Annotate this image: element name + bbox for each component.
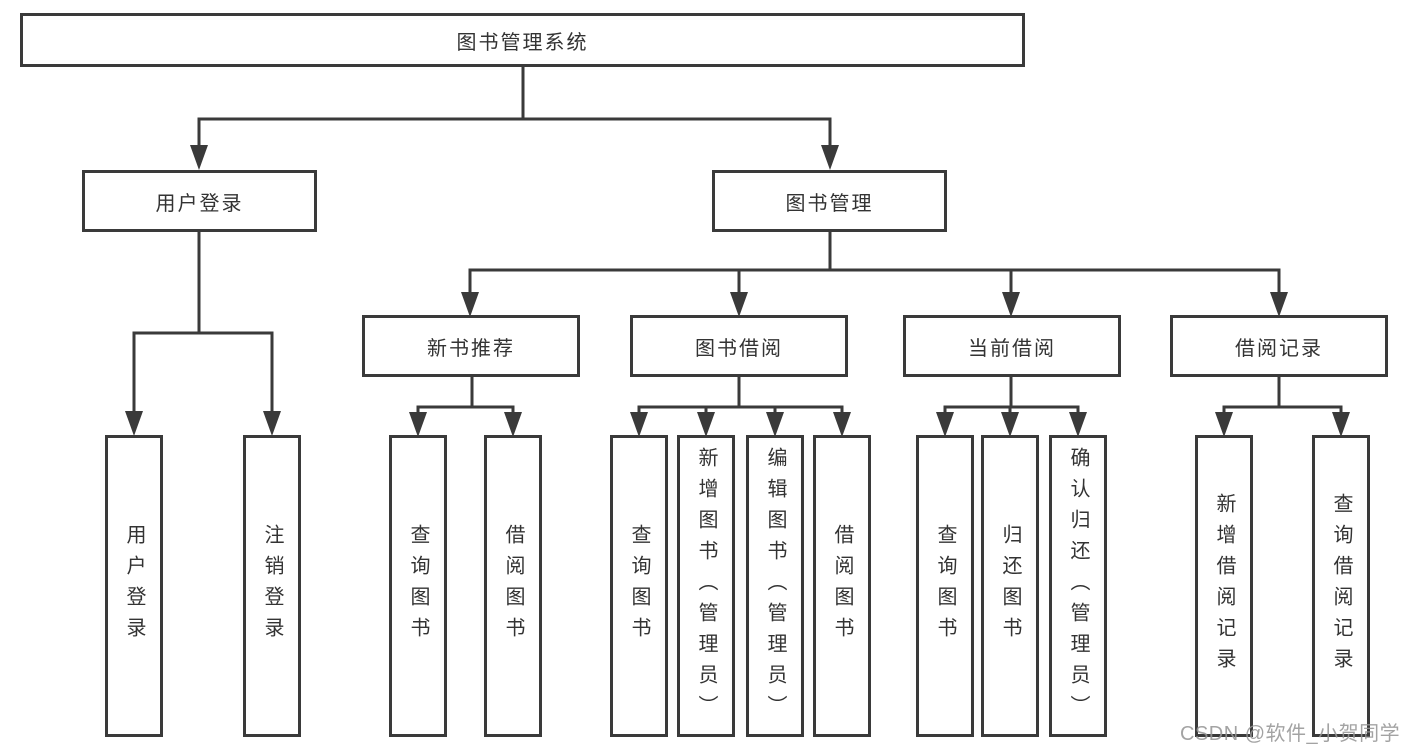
node-library-management-system: 图书管理系统 bbox=[20, 13, 1025, 67]
node-borrowing-records: 借阅记录 bbox=[1170, 315, 1388, 377]
node-new-book-recommend: 新书推荐 bbox=[362, 315, 580, 377]
leaf-query-books: 查询图书 bbox=[916, 435, 974, 737]
leaf-logout: 注销登录 bbox=[243, 435, 301, 737]
leaf-add-borrow-record: 新增借阅记录 bbox=[1195, 435, 1253, 737]
node-label: 注销登录 bbox=[261, 524, 283, 648]
node-label: 查询图书 bbox=[934, 524, 956, 648]
node-book-management: 图书管理 bbox=[712, 170, 947, 232]
node-label: 图书借阅 bbox=[695, 337, 783, 360]
arrowheads bbox=[125, 145, 1350, 437]
node-label: 新增借阅记录 bbox=[1213, 493, 1235, 679]
node-label: 查询图书 bbox=[407, 524, 429, 648]
leaf-confirm-return-admin: 确认归还（管理员） bbox=[1049, 435, 1107, 737]
node-current-borrowing: 当前借阅 bbox=[903, 315, 1121, 377]
node-label: 查询借阅记录 bbox=[1330, 493, 1352, 679]
leaf-query-books: 查询图书 bbox=[610, 435, 668, 737]
leaf-borrow-books: 借阅图书 bbox=[484, 435, 542, 737]
leaf-query-books: 查询图书 bbox=[389, 435, 447, 737]
node-label: 新书推荐 bbox=[427, 337, 515, 360]
node-label: 归还图书 bbox=[999, 524, 1021, 648]
node-label: 编辑图书（管理员） bbox=[764, 446, 786, 726]
leaf-add-books-admin: 新增图书（管理员） bbox=[677, 435, 735, 737]
node-label: 借阅图书 bbox=[502, 524, 524, 648]
node-book-borrowing: 图书借阅 bbox=[630, 315, 848, 377]
node-label: 新增图书（管理员） bbox=[695, 446, 717, 726]
leaf-user-login: 用户登录 bbox=[105, 435, 163, 737]
leaf-query-borrow-record: 查询借阅记录 bbox=[1312, 435, 1370, 737]
leaf-edit-books-admin: 编辑图书（管理员） bbox=[746, 435, 804, 737]
node-user-login: 用户登录 bbox=[82, 170, 317, 232]
node-label: 确认归还（管理员） bbox=[1067, 446, 1089, 726]
csdn-watermark: CSDN @软件_小贺同学 bbox=[1180, 723, 1401, 745]
node-label: 用户登录 bbox=[123, 524, 145, 648]
node-label: 用户登录 bbox=[155, 192, 244, 215]
node-label: 查询图书 bbox=[628, 524, 650, 648]
leaf-return-books: 归还图书 bbox=[981, 435, 1039, 737]
node-label: 借阅记录 bbox=[1235, 337, 1323, 360]
leaf-borrow-books: 借阅图书 bbox=[813, 435, 871, 737]
node-label: 图书管理 bbox=[785, 192, 874, 215]
node-label: 借阅图书 bbox=[831, 524, 853, 648]
node-label: 图书管理系统 bbox=[456, 31, 589, 54]
node-label: 当前借阅 bbox=[968, 337, 1056, 360]
